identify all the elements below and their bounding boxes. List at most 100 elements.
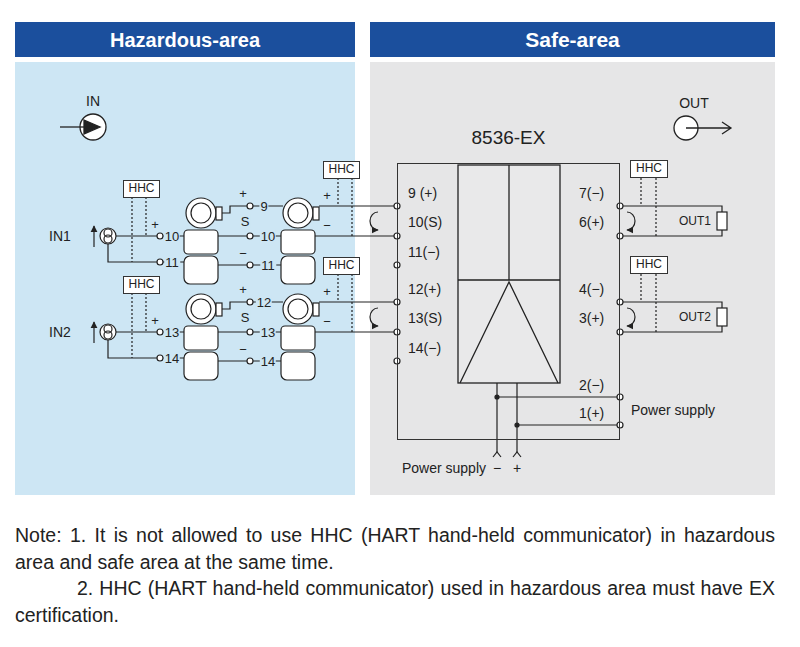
terminal xyxy=(157,259,163,265)
terminal-label: 9 (+) xyxy=(407,186,438,200)
in-symbol xyxy=(60,126,86,127)
transmitter xyxy=(184,230,218,254)
terminal-label: 4(−) xyxy=(578,282,605,296)
polarity-sign: + xyxy=(238,187,248,200)
box-text: Hazardous-area xyxy=(110,29,260,51)
box-text: HHC xyxy=(129,182,155,195)
direction-label: IN xyxy=(85,94,101,108)
polarity-sign: + xyxy=(150,218,160,231)
terminal-number: 13 xyxy=(164,326,180,339)
hhc-lead xyxy=(641,178,656,236)
terminal xyxy=(247,262,253,268)
terminal-label: 14(−) xyxy=(407,341,442,355)
polarity-sign: − xyxy=(322,315,332,328)
terminal-label: 11(−) xyxy=(407,245,441,259)
output-label: OUT2 xyxy=(678,311,712,323)
power-label: Power supply xyxy=(630,403,716,417)
junction xyxy=(515,423,519,427)
polarity-sign: − xyxy=(492,461,502,475)
transmitter xyxy=(191,203,211,223)
terminal-label: 2(−) xyxy=(578,378,605,392)
transmitter xyxy=(216,207,222,220)
hhc-box: HHC xyxy=(630,160,668,178)
box-text: HHC xyxy=(636,162,662,175)
polarity-sign: + xyxy=(512,461,522,475)
terminal-label: 12(+) xyxy=(407,282,442,296)
hazardous-panel xyxy=(15,62,355,495)
isolator-internals xyxy=(458,165,560,383)
output-label: OUT1 xyxy=(678,215,712,227)
hhc-lead xyxy=(132,197,146,262)
hhc-box: HHC xyxy=(123,276,160,294)
transmitter xyxy=(186,198,216,228)
terminal xyxy=(617,203,623,209)
box-text: 8536-EX xyxy=(472,128,546,149)
signal-name: S xyxy=(240,215,251,228)
terminal-number: 11 xyxy=(164,256,180,269)
polarity-sign: − xyxy=(238,247,248,260)
note-text: Note: 1. It is not allowed to use HHC (H… xyxy=(15,522,775,575)
note-text: 2. HHC (HART hand-held communicator) use… xyxy=(15,575,775,628)
hhc-box: HHC xyxy=(123,180,160,198)
current-source xyxy=(100,228,116,244)
out-symbol xyxy=(686,122,731,134)
hhc-lead xyxy=(338,178,352,236)
terminal-number: 12 xyxy=(256,296,272,309)
terminal-label: 7(−) xyxy=(578,186,605,200)
terminal xyxy=(247,203,253,209)
terminal-number: 11 xyxy=(260,259,276,272)
terminal xyxy=(617,422,623,428)
power-wiring xyxy=(493,383,623,457)
module-block xyxy=(458,165,560,383)
area-banner: Safe-area xyxy=(370,22,775,57)
terminal-number: 14 xyxy=(260,355,276,368)
signal-name: S xyxy=(240,311,251,324)
transmitter xyxy=(281,230,315,254)
terminal-number: 10 xyxy=(260,230,276,243)
box-text: Safe-area xyxy=(525,28,620,51)
direction-label: OUT xyxy=(678,96,710,110)
safe-panel xyxy=(370,62,775,495)
channel-wiring xyxy=(94,274,727,380)
direction-symbol xyxy=(60,114,731,140)
wire xyxy=(108,236,157,262)
terminal xyxy=(617,394,623,400)
in-symbol xyxy=(84,120,100,134)
polarity-sign: + xyxy=(322,189,332,202)
transmitter xyxy=(281,256,315,284)
terminal-number: 13 xyxy=(260,326,276,339)
current-arrow xyxy=(93,226,94,247)
terminal-label: 13(S) xyxy=(407,311,443,325)
terminal-number: 9 xyxy=(259,200,268,213)
polarity-sign: + xyxy=(150,314,160,327)
transmitter xyxy=(184,256,218,284)
box-text: HHC xyxy=(329,259,355,272)
box-text: HHC xyxy=(329,163,355,176)
module-block xyxy=(458,165,560,383)
polarity-sign: + xyxy=(322,285,332,298)
hhc-box: HHC xyxy=(323,257,360,275)
in-symbol xyxy=(80,114,106,140)
hhc-box: HHC xyxy=(630,256,668,274)
current-source xyxy=(104,235,112,243)
terminal-label: 6(+) xyxy=(578,215,605,229)
wire xyxy=(623,206,722,236)
terminal xyxy=(157,233,163,239)
terminal-label: 3(+) xyxy=(578,311,605,325)
hhc-box: HHC xyxy=(323,161,360,179)
loop-arrow xyxy=(627,212,635,230)
note-block: Note: 1. It is not allowed to use HHC (H… xyxy=(15,522,775,628)
box-text: HHC xyxy=(636,258,662,271)
terminal-number: 14 xyxy=(164,352,180,365)
power-label: Power supply xyxy=(401,461,487,475)
polarity-sign: + xyxy=(238,283,248,296)
box-text: HHC xyxy=(129,278,155,291)
wire xyxy=(253,206,283,265)
area-panel xyxy=(15,62,775,495)
terminal-label: 10(S) xyxy=(407,215,443,229)
terminal xyxy=(247,233,253,239)
transmitter xyxy=(283,198,313,228)
polarity-sign: − xyxy=(238,343,248,356)
supply-connector xyxy=(493,452,521,457)
